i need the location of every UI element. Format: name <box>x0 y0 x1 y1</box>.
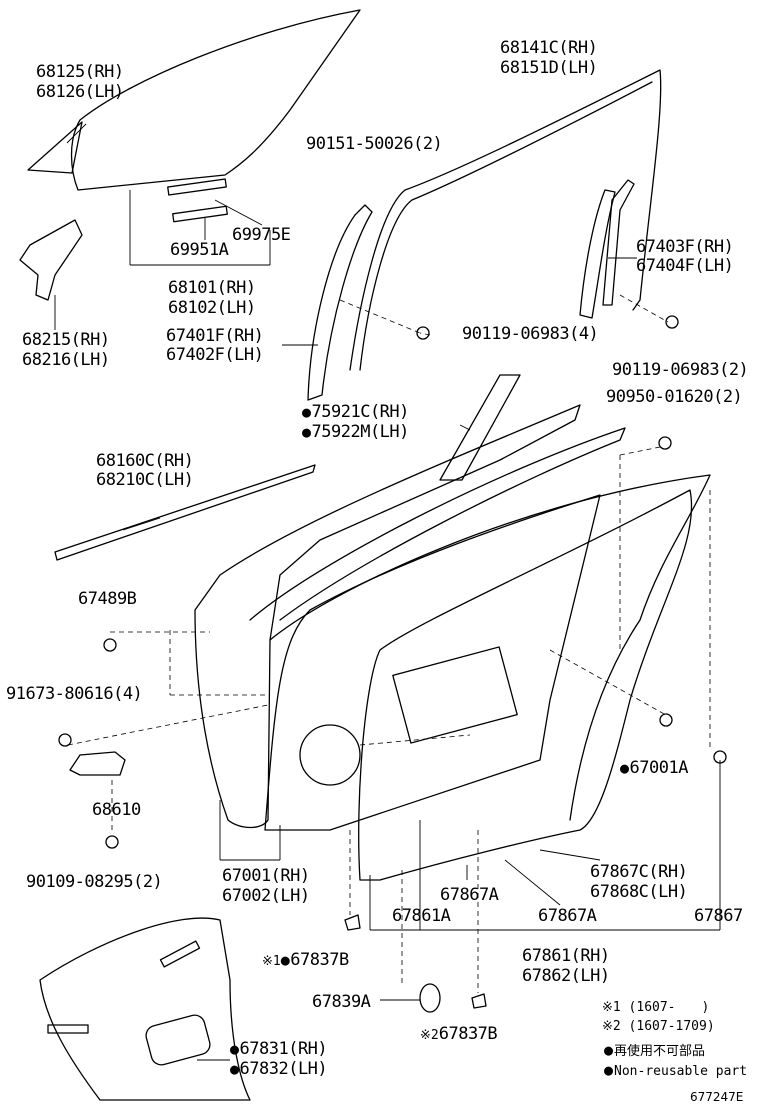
bolt-90119-right <box>665 315 679 329</box>
label-68125: 68125(RH) <box>36 62 124 82</box>
weatherstrip <box>358 489 693 881</box>
label-91673: 91673-80616(4) <box>6 684 143 704</box>
frame-molding-inner <box>359 81 653 371</box>
label-68101: 68101(RH) <box>168 278 256 298</box>
speaker-hole <box>299 724 361 786</box>
label-67401f: 67401F(RH) <box>166 326 264 346</box>
label-68210c: 68210C(LH) <box>96 470 194 490</box>
label-67837b-1: ※167837B <box>262 950 349 970</box>
bolt-90109 <box>105 835 119 849</box>
glass-tint-panel <box>439 374 521 481</box>
label-68610: 68610 <box>92 800 141 820</box>
label-90109: 90109-08295(2) <box>26 872 163 892</box>
legend-note-2: ※2 (1607-1709) <box>602 1019 715 1034</box>
label-67862: 67862(LH) <box>522 966 610 986</box>
label-67002: 67002(LH) <box>222 886 310 906</box>
legend-reuse-en: Non-reusable part <box>604 1062 747 1080</box>
label-67861a: 67861A <box>392 906 451 926</box>
frame-molding-outer <box>349 69 662 371</box>
label-68141c: 68141C(RH) <box>500 38 598 58</box>
label-67831: 67831(RH) <box>230 1039 328 1059</box>
legend-reuse-jp: 再使用不可部品 <box>604 1042 705 1060</box>
bolt-91673 <box>58 733 72 747</box>
door-frame-a <box>249 427 626 621</box>
corner-glass <box>27 121 83 174</box>
label-67868c: 67868C(LH) <box>590 882 688 902</box>
label-67839a: 67839A <box>312 992 371 1012</box>
label-67489b: 67489B <box>78 589 137 609</box>
label-67837b-1-text: 67837B <box>281 950 349 970</box>
diagram-ref-code: 677247E <box>690 1090 744 1104</box>
door-hinge <box>69 751 126 776</box>
label-68126: 68126(LH) <box>36 82 124 102</box>
cover-recess <box>145 1014 211 1066</box>
label-67837b-2: ※267837B <box>420 1024 498 1044</box>
label-67867: 67867 <box>694 906 743 926</box>
service-hole-cover <box>39 917 251 1101</box>
label-67867c: 67867C(RH) <box>590 862 688 882</box>
run-channel-right <box>579 189 616 319</box>
cover-slot-b <box>47 1024 89 1034</box>
rear-sash <box>602 179 635 306</box>
label-67001: 67001(RH) <box>222 866 310 886</box>
label-67867a-2: 67867A <box>538 906 597 926</box>
cover-slot-a <box>159 940 201 968</box>
label-69951a: 69951A <box>170 240 229 260</box>
clip-67837b-lower <box>471 993 487 1009</box>
label-67837b-2-text: 67837B <box>438 1024 498 1044</box>
label-67861: 67861(RH) <box>522 946 610 966</box>
legend-note-1: ※1 (1607- ) <box>602 1000 710 1015</box>
label-67001a: 67001A <box>620 758 689 778</box>
label-68102: 68102(LH) <box>168 298 256 318</box>
glass-channel-a <box>167 178 227 196</box>
label-68151d: 68151D(LH) <box>500 58 598 78</box>
label-67867a-1: 67867A <box>440 885 499 905</box>
label-69975e: 69975E <box>232 225 291 245</box>
clip-67837b-upper <box>344 914 361 931</box>
label-75921c: 75921C(RH) <box>302 402 410 422</box>
label-67404f: 67404F(LH) <box>636 256 734 276</box>
glass-channel-b <box>172 205 228 223</box>
label-90119-2: 90119-06983(2) <box>612 360 749 380</box>
clip-67001a <box>659 713 673 727</box>
label-68216: 68216(LH) <box>22 350 110 370</box>
mark-2: ※2 <box>420 1028 439 1043</box>
label-67832: 67832(LH) <box>230 1059 328 1079</box>
access-hole <box>392 646 518 744</box>
belt-molding <box>54 464 316 561</box>
label-90119-4: 90119-06983(4) <box>462 324 599 344</box>
label-68215: 68215(RH) <box>22 330 110 350</box>
mark-1: ※1 <box>262 954 281 969</box>
label-67402f: 67402F(LH) <box>166 345 264 365</box>
plug-67839a <box>419 983 441 1013</box>
label-75922m: 75922M(LH) <box>302 422 410 442</box>
bolt-67489b <box>103 638 117 652</box>
clip-90950 <box>658 436 672 450</box>
label-90950: 90950-01620(2) <box>606 387 743 407</box>
label-67403f: 67403F(RH) <box>636 237 734 257</box>
corner-piece <box>19 219 83 301</box>
label-90151: 90151-50026(2) <box>306 134 443 154</box>
door-outer-panel <box>194 404 581 829</box>
door-inner-panel <box>264 494 601 831</box>
door-glass <box>70 9 361 191</box>
label-68160c: 68160C(RH) <box>96 451 194 471</box>
run-channel-left <box>307 204 373 401</box>
bolt-90119-left <box>416 326 430 340</box>
